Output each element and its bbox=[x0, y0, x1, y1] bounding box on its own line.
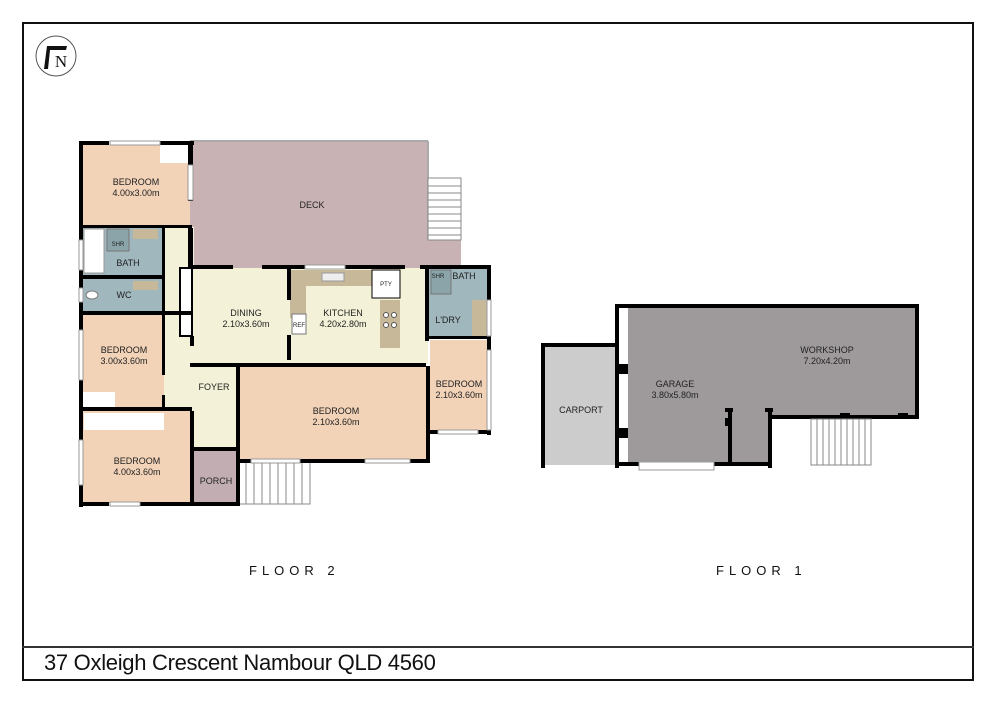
deck-stairs bbox=[427, 177, 462, 241]
floor-2-plan: BEDROOM 4.00x3.00m DECK SHR BATH WC DINI… bbox=[78, 140, 492, 507]
footer-divider bbox=[22, 646, 974, 648]
room-dims: 4.00x3.00m bbox=[112, 188, 159, 198]
property-address: 37 Oxleigh Crescent Nambour QLD 4560 bbox=[44, 650, 436, 675]
room-name: BATH bbox=[452, 271, 475, 281]
bedroom-5-area bbox=[430, 340, 488, 432]
garage-door bbox=[638, 461, 715, 471]
room-name: PORCH bbox=[200, 476, 233, 486]
room-dims: 2.10x3.60m bbox=[435, 390, 482, 400]
room-name: L'DRY bbox=[435, 315, 461, 325]
room-name: SHR bbox=[432, 274, 445, 280]
floor-2-walls bbox=[79, 141, 491, 507]
north-label: N bbox=[55, 52, 67, 71]
room-name: WORKSHOP bbox=[800, 345, 854, 355]
room-name: BEDROOM bbox=[113, 177, 160, 187]
bedroom-3-area bbox=[238, 366, 428, 462]
room-dims: 7.20x4.20m bbox=[803, 356, 850, 366]
room-name: BEDROOM bbox=[101, 345, 148, 355]
room-name: GARAGE bbox=[656, 379, 695, 389]
room-name: PTY bbox=[380, 282, 392, 288]
floor-2-windows bbox=[78, 140, 492, 507]
floor-1-plan: WORKSHOP 7.20x4.20m GARAGE 3.80x5.80m CA… bbox=[541, 304, 919, 471]
page-frame bbox=[22, 22, 974, 681]
room-name: FOYER bbox=[198, 382, 230, 392]
room-dims: 3.00x3.60m bbox=[100, 356, 147, 366]
front-stairs bbox=[237, 461, 311, 505]
room-name: BEDROOM bbox=[114, 456, 161, 466]
dining-area bbox=[194, 268, 290, 364]
workshop-stairs bbox=[810, 418, 872, 466]
room-dims: 4.20x2.80m bbox=[319, 319, 366, 329]
room-name: DINING bbox=[230, 308, 262, 318]
carport-area bbox=[545, 347, 615, 465]
floor-2-label: FLOOR 2 bbox=[249, 563, 340, 578]
room-dims: 3.80x5.80m bbox=[651, 390, 698, 400]
porch-area bbox=[194, 450, 236, 502]
room-name: BEDROOM bbox=[313, 406, 360, 416]
foyer-area bbox=[194, 366, 238, 450]
room-name: KITCHEN bbox=[323, 308, 363, 318]
deck-area bbox=[190, 141, 428, 268]
room-name: WC bbox=[117, 290, 132, 300]
room-dims: 2.10x3.60m bbox=[222, 319, 269, 329]
room-name: SHR bbox=[112, 242, 125, 248]
room-name: REF bbox=[293, 323, 305, 329]
room-name: BEDROOM bbox=[436, 379, 483, 389]
room-dims: 4.00x3.60m bbox=[113, 467, 160, 477]
floor-1-label: FLOOR 1 bbox=[716, 563, 807, 578]
room-name: CARPORT bbox=[559, 405, 603, 415]
room-name: BATH bbox=[116, 258, 139, 268]
room-name: DECK bbox=[299, 200, 324, 210]
north-arrow-icon: N bbox=[35, 35, 77, 77]
room-dims: 2.10x3.60m bbox=[312, 417, 359, 427]
